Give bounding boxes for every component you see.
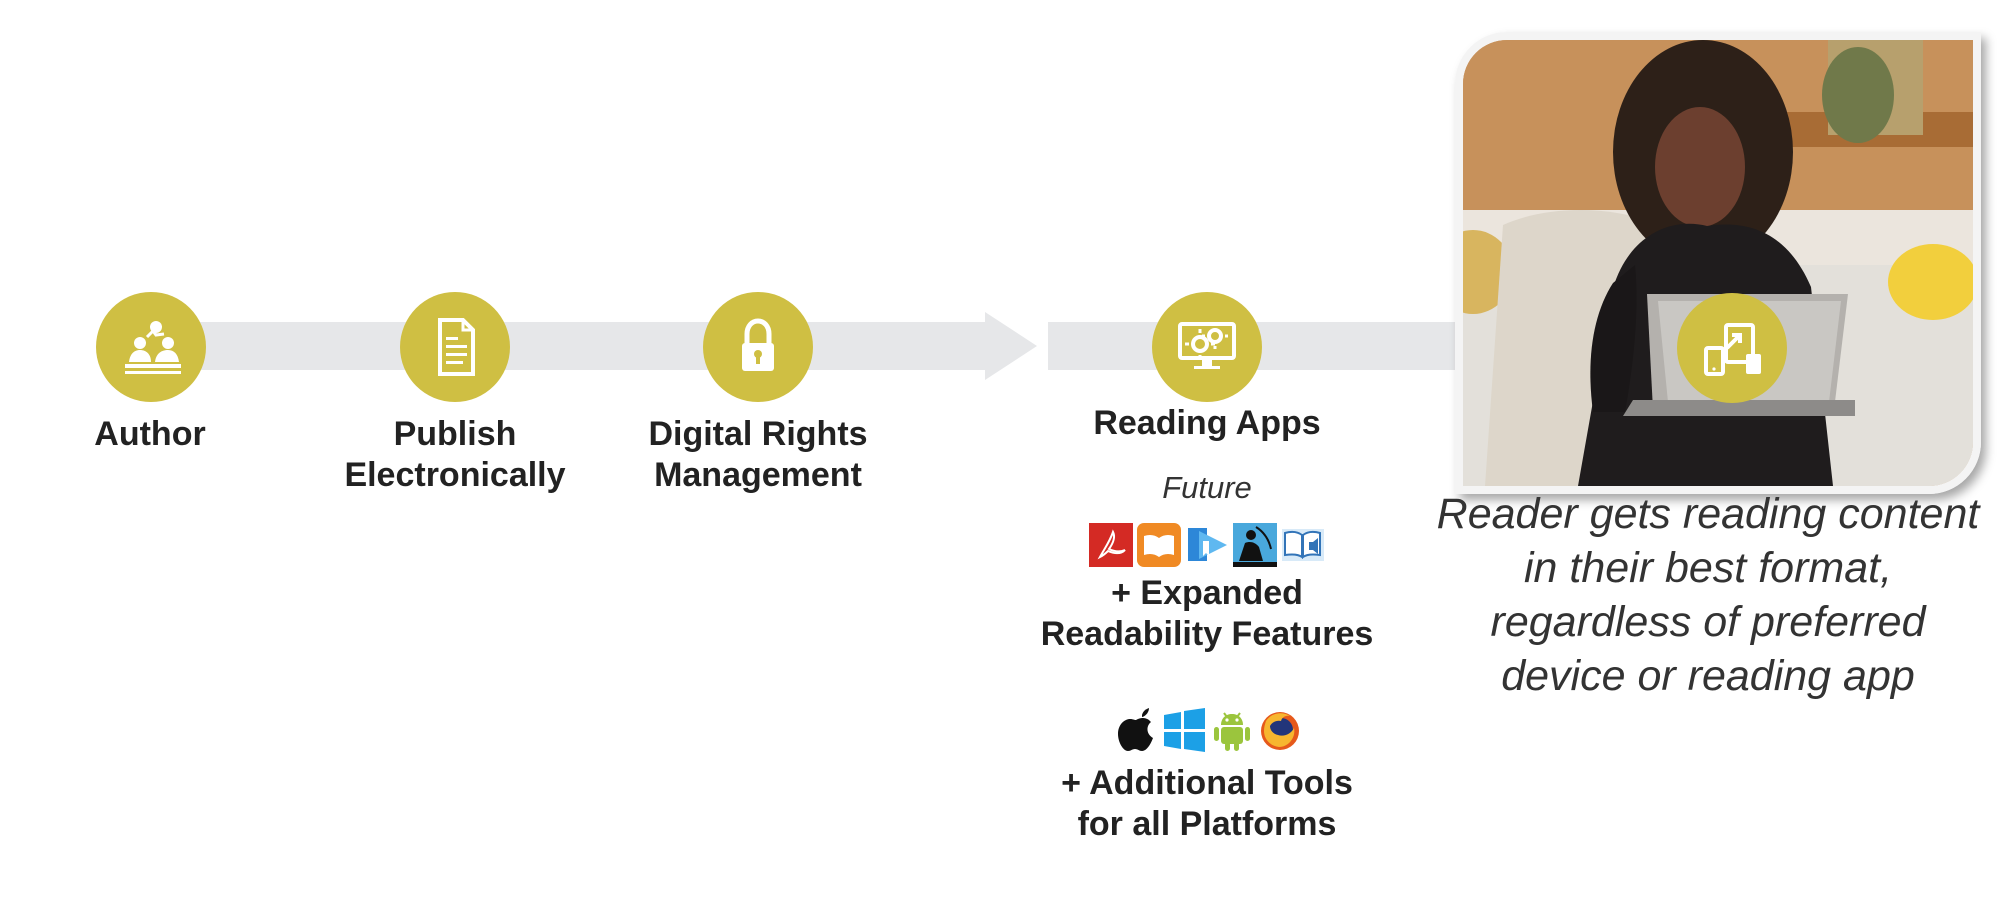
- step-reading-apps-circle: [1152, 292, 1262, 402]
- google-play-books-icon: [1188, 528, 1227, 561]
- expanded-features-caption: + Expanded Readability Features: [1040, 574, 1374, 653]
- step-author-circle: [96, 292, 206, 402]
- future-label: Future: [1162, 470, 1252, 505]
- flow-arrow-head: [985, 312, 1037, 380]
- kindle-icon: [1233, 523, 1277, 567]
- step-publish-circle: [400, 292, 510, 402]
- books-app-icon: [1137, 523, 1181, 567]
- step-drm-circle: [703, 292, 813, 402]
- step-publish-label: Publish Electronically: [344, 415, 566, 494]
- reader-photo: [1455, 32, 1981, 494]
- firefox-icon: [1260, 712, 1299, 750]
- adobe-reader-icon: [1089, 523, 1133, 567]
- step-author-label: Author: [94, 415, 206, 453]
- woman-with-laptop-image: [1463, 40, 1973, 486]
- audiobook-icon: [1282, 529, 1324, 561]
- device-sync-icon: [1704, 323, 1761, 376]
- device-sync-badge: [1677, 293, 1787, 403]
- monitor-gears-icon: [1178, 322, 1236, 369]
- android-icon: [1213, 712, 1250, 751]
- reading-app-icons-row: [1085, 522, 1329, 568]
- document-icon: [438, 318, 475, 376]
- author-meeting-icon: [125, 321, 181, 374]
- apple-icon: [1117, 708, 1153, 751]
- windows-icon: [1163, 708, 1205, 752]
- platform-icons-row: [1105, 705, 1310, 755]
- additional-tools-caption: + Additional Tools for all Platforms: [1061, 764, 1353, 843]
- lock-icon: [742, 318, 774, 371]
- step-drm-label: Digital Rights Management: [648, 415, 868, 494]
- step-reading-apps-label: Reading Apps: [1093, 404, 1321, 442]
- reader-caption: Reader gets reading content in their bes…: [1436, 490, 1980, 700]
- flow-band-main: [150, 322, 990, 370]
